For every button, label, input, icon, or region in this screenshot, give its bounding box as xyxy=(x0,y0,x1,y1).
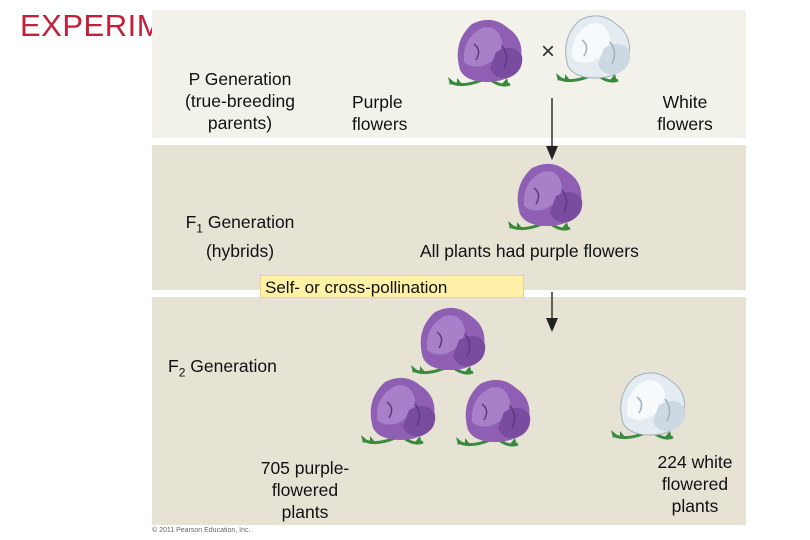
purple-count-label: 705 purple- flowered plants xyxy=(235,457,375,523)
p-generation-line3: parents) xyxy=(207,113,273,133)
p-purple-flower xyxy=(446,18,524,88)
f1-generation-line2: (hybrids) xyxy=(205,240,275,261)
white-flowers-label: White flowers xyxy=(640,91,730,135)
p-generation-panel xyxy=(152,10,746,138)
f1-result-label: All plants had purple flowers xyxy=(420,241,639,261)
p-generation-label: P Generation (true-breeding parents) xyxy=(160,68,320,134)
white-count-label: 224 white flowered plants xyxy=(640,451,750,517)
f2-subscript: 2 xyxy=(178,365,186,380)
f2-purple-flower-left xyxy=(359,376,437,446)
p-white-flower xyxy=(554,14,632,84)
purple-label-line2: flowers xyxy=(352,114,408,134)
purple-label-line1: Purple xyxy=(352,92,403,112)
f2-white-flower xyxy=(609,371,687,441)
white-label-line1: White xyxy=(662,92,708,112)
f2-purple-flower-top xyxy=(409,306,487,376)
p-generation-line1: P Generation xyxy=(188,69,292,89)
f1-suffix: Generation xyxy=(202,212,295,232)
f1-generation-label: F1 Generation (hybrids) xyxy=(160,211,320,262)
cross-symbol: × xyxy=(541,38,556,65)
copyright-text: © 2011 Pearson Education, Inc. xyxy=(152,527,251,534)
f1-to-f2-arrow xyxy=(546,292,558,332)
p-to-f1-arrow xyxy=(546,98,558,160)
white-count-line1: 224 white xyxy=(657,452,733,472)
white-count-line3: plants xyxy=(671,496,719,516)
purple-flowers-label: Purple flowers xyxy=(352,91,432,135)
f2-prefix: F xyxy=(168,356,179,376)
f2-generation-label: F2 Generation xyxy=(168,355,277,384)
f2-suffix: Generation xyxy=(185,356,277,376)
f2-purple-flower-middle xyxy=(454,378,532,448)
purple-count-line3: plants xyxy=(281,502,329,522)
p-generation-line2: (true-breeding xyxy=(185,91,295,111)
purple-count-line2: flowered xyxy=(271,480,339,500)
f1-subscript: 1 xyxy=(196,221,203,236)
purple-count-line1: 705 purple- xyxy=(260,458,350,478)
pollination-label: Self- or cross-pollination xyxy=(260,275,524,298)
f1-generation-panel xyxy=(152,145,746,290)
white-count-line2: flowered xyxy=(661,474,729,494)
f1-prefix: F xyxy=(185,212,197,232)
f1-purple-flower xyxy=(506,162,584,232)
white-label-line2: flowers xyxy=(657,114,713,134)
